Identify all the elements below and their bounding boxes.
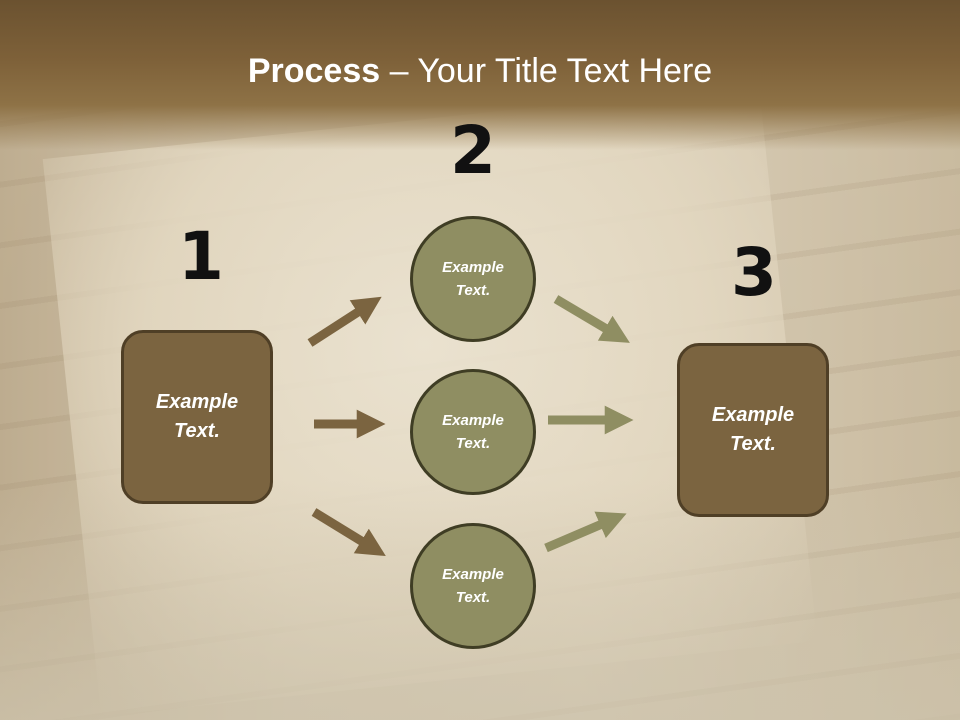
slide-title: Process – Your Title Text Here: [0, 52, 960, 91]
step-number-1: 1: [178, 218, 224, 295]
step-3-box: Example Text.: [677, 343, 829, 517]
step-2-bottom-label: Example Text.: [442, 566, 504, 606]
arrow-1-to-2-top: [307, 296, 382, 347]
arrow-1-to-2-bottom: [311, 508, 386, 557]
step-2-circle-middle: Example Text.: [410, 369, 536, 495]
step-1-box: Example Text.: [121, 330, 273, 504]
step-2-circle-top: Example Text.: [410, 216, 536, 342]
title-rest: – Your Title Text Here: [380, 52, 713, 90]
title-band: [0, 0, 960, 150]
step-number-2: 2: [450, 112, 496, 189]
step-2-top-label: Example Text.: [442, 259, 504, 299]
step-1-label: Example Text.: [155, 391, 239, 442]
title-bold: Process: [247, 52, 381, 90]
step-2-circle-bottom: Example Text.: [410, 523, 536, 649]
step-3-label: Example Text.: [711, 404, 795, 455]
arrow-2-top-to-3: [553, 295, 630, 343]
arrow-2-bottom-to-3: [544, 511, 627, 553]
step-2-middle-label: Example Text.: [442, 412, 504, 452]
step-number-3: 3: [731, 234, 777, 311]
